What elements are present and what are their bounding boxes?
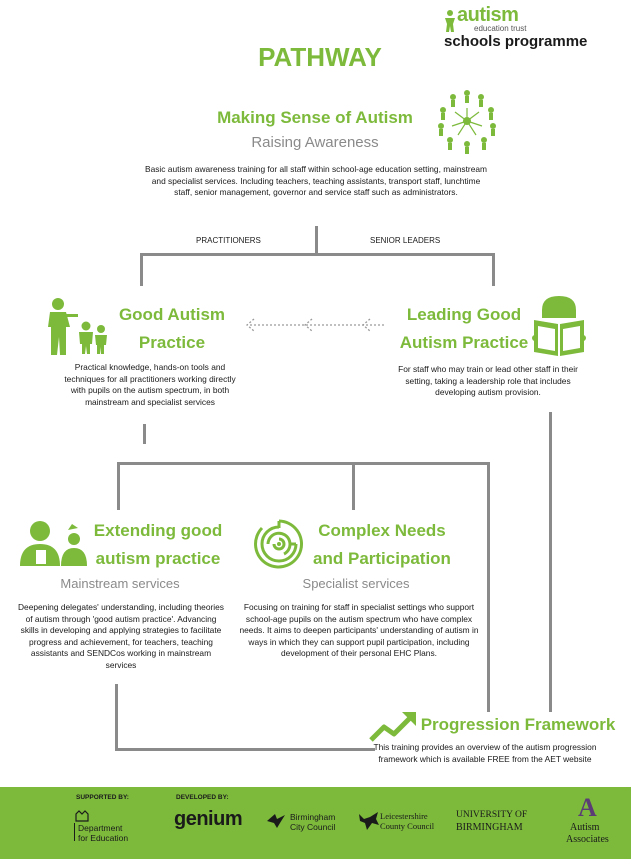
lcc-logo: Leicestershire County Council	[358, 807, 450, 843]
complex-body: Focusing on training for staff in specia…	[239, 602, 479, 659]
leading-practice-heading-line1: Leading Good	[406, 305, 522, 324]
bird-icon	[267, 814, 285, 828]
aa-line1: Autism	[570, 822, 600, 833]
autism-associates-logo: A Autism Associates	[566, 793, 622, 853]
crest-icon	[75, 810, 89, 822]
programme-name: schools programme	[444, 33, 588, 50]
making-sense-body: Basic autism awareness training for all …	[145, 164, 487, 198]
connector	[492, 253, 495, 286]
logo-word: autism	[457, 4, 519, 26]
extending-subheading: Mainstream services	[60, 576, 180, 591]
lcc-line2: County Council	[380, 821, 435, 831]
developed-label: DEVELOPED BY:	[176, 794, 229, 801]
branch-label-senior-leaders: SENIOR LEADERS	[370, 236, 441, 245]
genium-logo: genium	[174, 808, 243, 830]
dfe-line2: for Education	[78, 833, 129, 843]
connector	[549, 412, 552, 712]
complex-heading-line1: Complex Needs	[318, 521, 446, 540]
connector	[140, 253, 143, 286]
dfe-line1: Department	[78, 823, 123, 833]
connector	[352, 462, 355, 510]
maze-icon	[254, 519, 304, 569]
connector	[117, 462, 120, 510]
leading-practice-body: For staff who may train or lead other st…	[398, 364, 578, 398]
making-sense-heading: Making Sense of Autism	[217, 108, 413, 127]
page-title: PATHWAY	[258, 42, 382, 72]
connector	[117, 462, 490, 465]
progression-heading: Progression Framework	[420, 715, 616, 734]
connector	[115, 684, 118, 750]
reader-icon	[532, 296, 586, 356]
people-circle-icon	[438, 90, 496, 154]
connector	[143, 424, 146, 444]
person-logo-icon	[445, 10, 455, 32]
dfe-logo: Department for Education	[74, 809, 154, 843]
bcc-line1: Birmingham	[290, 812, 336, 822]
bcc-line2: City Council	[290, 822, 336, 832]
sponsor-footer: SUPPORTED BY: DEVELOPED BY: Department f…	[0, 787, 631, 859]
complex-subheading: Specialist services	[302, 576, 410, 591]
extending-body: Deepening delegates' understanding, incl…	[17, 602, 224, 670]
lcc-line1: Leicestershire	[380, 811, 428, 821]
aet-logo: autism education trust schools programme	[444, 4, 624, 50]
bcc-logo: Birmingham City Council	[266, 809, 352, 843]
aa-letter: A	[578, 793, 597, 822]
trend-arrow-icon	[369, 712, 416, 742]
aa-line2: Associates	[566, 834, 609, 845]
connector	[140, 253, 495, 256]
good-practice-heading-line2: Practice	[138, 333, 206, 352]
extending-heading-line2: autism practice	[95, 549, 221, 568]
dotted-arrow-icon	[246, 318, 385, 332]
progression-body: This training provides an overview of th…	[373, 742, 597, 764]
uob-line2: BIRMINGHAM	[456, 822, 523, 833]
logo-sub: education trust	[474, 24, 527, 33]
fox-icon	[359, 812, 379, 830]
uob-logo: UNIVERSITY OF BIRMINGHAM	[456, 807, 548, 843]
supported-label: SUPPORTED BY:	[76, 794, 129, 801]
adult-child-icon	[20, 521, 87, 566]
branch-label-practitioners: PRACTITIONERS	[196, 236, 261, 245]
complex-heading-line2: and Participation	[313, 549, 451, 568]
good-practice-body: Practical knowledge, hands-on tools and …	[64, 362, 236, 407]
dfe-rule	[74, 823, 75, 841]
connector	[315, 226, 318, 256]
leading-practice-heading-line2: Autism Practice	[399, 333, 529, 352]
connector	[115, 748, 375, 751]
good-practice-heading-line1: Good Autism	[118, 305, 226, 324]
connector	[487, 462, 490, 712]
extending-heading-line1: Extending good	[93, 521, 223, 540]
uob-line1: UNIVERSITY OF	[456, 810, 528, 820]
teacher-children-icon	[48, 298, 107, 355]
making-sense-subheading: Raising Awareness	[251, 134, 379, 151]
